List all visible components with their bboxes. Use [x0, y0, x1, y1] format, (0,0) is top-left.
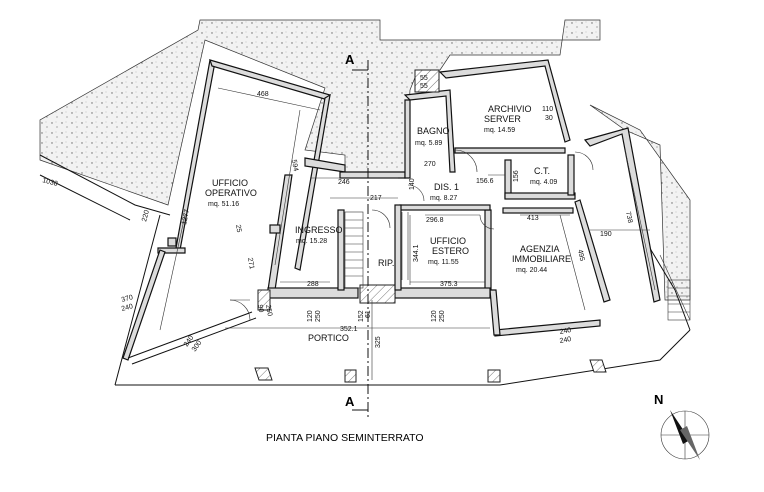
section-mark-top: A: [345, 52, 355, 67]
dim-156: 156: [513, 170, 520, 182]
dim-370: 370: [121, 294, 134, 304]
dim-1038: 1038: [41, 177, 58, 188]
dim-250-a: 250: [264, 304, 273, 317]
dim-352-1: 352.1: [340, 326, 358, 333]
dim-61: 61: [365, 310, 372, 318]
room-ufficio-operativo-area: mq. 51.16: [208, 201, 239, 208]
dim-120-b: 120: [431, 310, 438, 322]
dim-250-b: 250: [315, 310, 322, 322]
dim-120-a: 120: [307, 310, 314, 322]
dim-190: 190: [600, 231, 612, 238]
dim-344-1: 344.1: [413, 244, 420, 262]
room-ingresso-name: INGRESSO: [295, 225, 343, 235]
dim-55-b: 55: [420, 83, 428, 90]
plan-title: PIANTA PIANO SEMINTERRATO: [266, 432, 424, 444]
room-agenzia-name2: IMMOBILIARE: [512, 254, 571, 264]
terrain-band: [39, 19, 691, 301]
north-label: N: [654, 392, 663, 407]
room-archivio-name1: ARCHIVIO: [488, 104, 532, 114]
room-ct-name: C.T.: [534, 166, 550, 176]
dim-156-6: 156.6: [476, 178, 494, 185]
dim-413: 413: [527, 215, 539, 222]
dim-375-3: 375.3: [440, 281, 458, 288]
dim-270: 270: [424, 161, 436, 168]
dim-296-8: 296.8: [426, 217, 444, 224]
room-ufficio-estero-name1: UFFICIO: [430, 236, 466, 246]
room-ufficio-estero-name2: ESTERO: [432, 246, 469, 256]
dim-30: 30: [545, 115, 553, 122]
dim-246: 246: [338, 179, 350, 186]
room-dis-area: mq. 8.27: [430, 195, 457, 202]
dim-240-left: 240: [121, 303, 134, 313]
dim-288: 288: [307, 281, 319, 288]
room-archivio-name2: SERVER: [484, 114, 521, 124]
room-ufficio-estero-area: mq. 11.55: [428, 259, 459, 266]
room-rip-name: RIP.: [378, 258, 394, 268]
dim-1277: 1277: [181, 209, 191, 226]
dim-738: 738: [624, 211, 633, 224]
external-lines: [39, 154, 691, 386]
dimension-numbers: 468 594 1038 1277 220 25 271 370 240 90 …: [41, 75, 633, 353]
dim-217: 217: [370, 195, 382, 202]
room-bagno-name: BAGNO: [417, 126, 450, 136]
ramp-steps: [667, 279, 691, 321]
room-bagno-area: mq. 5.89: [415, 140, 442, 147]
walls: [122, 59, 661, 383]
room-ufficio-operativo-name1: UFFICIO: [212, 178, 248, 188]
room-labels: UFFICIO OPERATIVO mq. 51.16 INGRESSO mq.…: [205, 104, 571, 343]
room-agenzia-name1: AGENZIA: [520, 244, 560, 254]
section-mark-bottom: A: [345, 394, 355, 409]
dim-468: 468: [257, 91, 269, 98]
room-agenzia-area: mq. 20.44: [516, 267, 547, 274]
dim-152: 152: [358, 310, 365, 322]
dim-495: 495: [576, 249, 585, 262]
dim-240-c: 240: [559, 327, 572, 336]
north-arrow-icon: N: [654, 392, 710, 460]
dim-90: 90: [256, 304, 264, 313]
doors: [127, 149, 594, 365]
section-line-a-a: A A: [345, 52, 369, 420]
dim-271: 271: [246, 257, 255, 270]
room-archivio-area: mq. 14.59: [484, 127, 515, 134]
room-portico-name: PORTICO: [308, 333, 349, 343]
dim-240-d: 240: [559, 336, 572, 345]
dim-140: 140: [409, 178, 416, 190]
dim-250-c: 250: [439, 310, 446, 322]
dim-25: 25: [234, 224, 242, 233]
stairs: [344, 211, 409, 289]
room-ingresso-area: mq. 15.28: [296, 238, 327, 245]
dim-110: 110: [542, 106, 553, 113]
room-ct-area: mq. 4.09: [530, 179, 557, 186]
room-dis-name: DIS. 1: [434, 182, 459, 192]
room-ufficio-operativo-name2: OPERATIVO: [205, 188, 257, 198]
dimension-lines: [159, 87, 656, 380]
dim-220: 220: [141, 209, 151, 222]
dim-55-a: 55: [420, 75, 428, 82]
dim-325: 325: [375, 336, 382, 348]
dim-594: 594: [290, 159, 299, 172]
